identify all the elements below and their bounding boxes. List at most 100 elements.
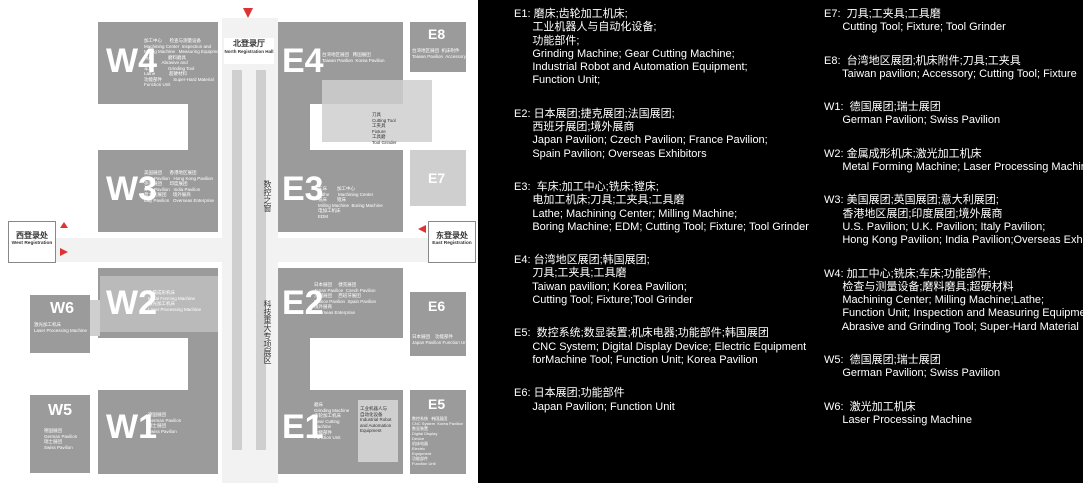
hall-e5-label: E5 xyxy=(428,396,446,412)
hall-w4[interactable] xyxy=(98,22,218,104)
legend-line: W4: 加工中心;铣床;车床;功能部件; xyxy=(824,267,991,280)
hall-w2-annex xyxy=(100,276,218,332)
corridor-strip-right xyxy=(256,70,266,450)
west-registration[interactable]: 西登录处 West Registration xyxy=(8,221,56,263)
legend-line: E3: 车床;加工中心;铣床;镗床; xyxy=(514,181,659,193)
w6-w2-connector xyxy=(90,300,100,336)
legend-line: W5: 德国展团;瑞士展团 xyxy=(824,354,941,367)
legend-line: U.S. Pavilion; U.K. Pavilion; Italy Pavi… xyxy=(824,220,1046,233)
legend-entry-e6: E6: 日本展团;功能部件 Japan Pavilion; Function U… xyxy=(514,387,675,414)
west-registration-cn: 西登录处 xyxy=(16,231,48,240)
tech-zone-vertical-label: 科技重大专项展区 xyxy=(263,300,272,364)
west-arrow-up-icon xyxy=(60,222,68,228)
legend-line: Lathe; Machining Center; Milling Machine… xyxy=(514,207,738,220)
hall-e8-label: E8 xyxy=(428,26,446,42)
legend-line: forMachine Tool; Function Unit; Korea Pa… xyxy=(514,353,758,366)
hall-e1-label: E1 xyxy=(282,408,324,446)
legend-entry-w2: W2: 金属成形机床;激光加工机床 Metal Forming Machine;… xyxy=(824,148,1083,175)
hall-e7[interactable] xyxy=(410,150,466,206)
legend-line: Function Unit; Inspection and Measuring … xyxy=(824,307,1083,320)
legend-line: 工业机器人与自动化设备; xyxy=(514,21,657,34)
hall-w2-lower xyxy=(188,338,218,390)
hall-e1-robot-zone[interactable] xyxy=(358,400,398,462)
legend-entry-w5: W5: 德国展团;瑞士展团 German Pavilion; Swiss Pav… xyxy=(824,354,1000,381)
hall-e3[interactable] xyxy=(278,150,403,232)
e4-tools-info: 刀具 Cutting Tool 工夹具 Fixture 工具磨 Tool Gri… xyxy=(372,112,397,145)
east-west-corridor xyxy=(55,238,455,262)
hall-e4-info: 台湾地区展团 韩国展团 Taiwan Pavilion Korea Pavili… xyxy=(322,52,385,63)
east-registration-cn: 东登录处 xyxy=(436,231,468,240)
legend-line: German Pavilion; Swiss Pavilion xyxy=(824,114,1001,127)
hall-w4-notch xyxy=(98,104,188,120)
hall-w1[interactable] xyxy=(98,390,218,474)
legend-entry-w4: W4: 加工中心;铣床;车床;功能部件; 检查与测量设备;磨料磨具;超硬材料 M… xyxy=(824,268,1083,334)
legend-line: 刀具;工夹具;工具磨 xyxy=(514,267,627,280)
legend-entry-w6: W6: 激光加工机床 Laser Processing Machine xyxy=(824,401,972,428)
hall-e6-label: E6 xyxy=(428,298,446,314)
legend-line: Japan Pavilion; Czech Pavilion; France P… xyxy=(514,134,768,147)
hall-e3-label: E3 xyxy=(282,170,324,208)
legend-line: E2: 日本展团;捷克展团;法国展团; xyxy=(514,107,675,120)
hall-e1-info: 磨床 Grinding Machine 齿轮加工机床 Gear Cutting … xyxy=(314,402,350,440)
hall-w6[interactable] xyxy=(30,295,90,353)
legend-line: Grinding Machine; Gear Cutting Machine; xyxy=(514,47,735,60)
legend-entry-e2: E2: 日本展团;捷克展团;法国展团; 西班牙展团;境外展商 Japan Pav… xyxy=(514,108,768,161)
hall-w6-info: 激光加工机床 Laser Processing Machine xyxy=(34,322,88,333)
east-registration[interactable]: 东登录处 East Registration xyxy=(428,221,476,263)
legend-line: CNC System; Digital Display Device; Elec… xyxy=(514,340,807,353)
north-registration-hall[interactable]: 北登录厅 North Registration Hall xyxy=(224,38,274,64)
hall-w2-notch xyxy=(98,338,188,352)
hall-e6[interactable] xyxy=(410,292,466,356)
corridor-strip-left xyxy=(232,70,242,450)
hall-w1-label: W1 xyxy=(106,408,157,446)
hall-w3[interactable] xyxy=(98,150,218,232)
hall-e2[interactable] xyxy=(278,268,403,338)
north-entrance-arrow-icon xyxy=(243,8,253,18)
hall-e5[interactable] xyxy=(410,390,466,474)
legend-line: Spain Pavilion; Overseas Exhibitors xyxy=(514,147,707,160)
legend-line: Metal Forming Machine; Laser Processing … xyxy=(824,161,1083,174)
hall-w2-label: W2 xyxy=(106,284,157,322)
hall-e4-lower xyxy=(278,104,310,150)
hall-e2-info: 日本展团 捷克展团 Japan Pavilion Czech Pavilion … xyxy=(314,282,377,315)
legend-line: E6: 日本展团;功能部件 xyxy=(514,387,625,400)
east-registration-en: East Registration xyxy=(432,241,472,246)
legend-line: 功能部件; xyxy=(514,34,580,47)
legend-line: E8: 台湾地区展团;机床附件;刀具;工夹具 xyxy=(824,54,1021,67)
legend-line: Taiwan pavilion; Accessory; Cutting Tool… xyxy=(824,67,1077,80)
legend-entry-e3: E3: 车床;加工中心;铣床;镗床; 电加工机床;刀具;工夹具;工具磨 Lath… xyxy=(514,181,809,234)
legend-line: 西班牙展团;境外展商 xyxy=(514,121,635,134)
e4-e7-tool-annex[interactable] xyxy=(322,80,432,142)
legend-line: 电加工机床;刀具;工夹具;工具磨 xyxy=(514,194,685,207)
legend-entry-e8: E8: 台湾地区展团;机床附件;刀具;工夹具 Taiwan pavilion; … xyxy=(824,55,1077,82)
legend-line: Taiwan pavilion; Korea Pavilion; xyxy=(514,280,687,293)
legend-line: Boring Machine; EDM; Cutting Tool; Fixtu… xyxy=(514,220,809,233)
hall-e3-info: 车床 加工中心 Lathe Machining Center 铣床 镗床 Mil… xyxy=(318,186,383,219)
hall-w5-info: 德国展团 German Pavilion 瑞士展团 Swiss Pavilion xyxy=(44,428,78,450)
legend-line: W3: 美国展团;英国展团;意大利展团; xyxy=(824,194,999,207)
legend-line: Hong Kong Pavilion; India Pavilion;Overs… xyxy=(842,234,1083,247)
east-entrance-arrow-icon xyxy=(418,225,426,233)
legend-line: Cutting Tool; Fixture; Tool Grinder xyxy=(824,21,1006,34)
legend-entry-w3: W3: 美国展团;英国展团;意大利展团; 香港地区展团;印度展团;境外展商 U.… xyxy=(824,194,1083,247)
legend-line: German Pavilion; Swiss Pavilion xyxy=(824,367,1001,380)
north-registration-en: North Registration Hall xyxy=(224,49,274,54)
hall-legend: E1: 磨床;齿轮加工机床; 工业机器人与自动化设备; 功能部件; Grindi… xyxy=(506,0,1083,483)
hall-e8[interactable] xyxy=(410,22,466,72)
hall-w4-label: W4 xyxy=(106,42,157,80)
legend-line: Machining Center; Milling Machine;Lathe; xyxy=(824,294,1045,307)
hall-e1-robot-info: 工业机器人与 自动化设备 Industrial Robot and Automa… xyxy=(360,406,392,433)
hall-e2-lower xyxy=(278,338,310,390)
north-registration-cn: 北登录厅 xyxy=(233,39,265,48)
hall-w1-info: 德国展团 German Pavilion 瑞士展团 Swiss Pavilion xyxy=(148,412,182,434)
hall-e7-label: E7 xyxy=(428,170,446,186)
hall-e6-info: 日本展团 功能部件 Japan Pavilion Function Unit xyxy=(412,334,470,345)
legend-entry-e5: E5: 数控系统;数显装置;机床电器;功能部件;韩国展团 CNC System;… xyxy=(514,327,806,367)
hall-w4-lower xyxy=(188,104,218,150)
exhibition-floor-map: W4 加工中心 检查与测量设备 Machining Center Inspect… xyxy=(0,0,478,483)
legend-line: Abrasive and Grinding Tool; Super-Hard M… xyxy=(824,320,1079,333)
hall-e5-info: 数控系统 韩国展团 CNC System Korea Pavilion 数显装置… xyxy=(412,416,464,466)
hall-w5[interactable] xyxy=(30,395,90,473)
legend-line: E5: 数控系统;数显装置;机床电器;功能部件;韩国展团 xyxy=(514,327,769,340)
legend-line: E1: 磨床;齿轮加工机床; xyxy=(514,8,628,20)
